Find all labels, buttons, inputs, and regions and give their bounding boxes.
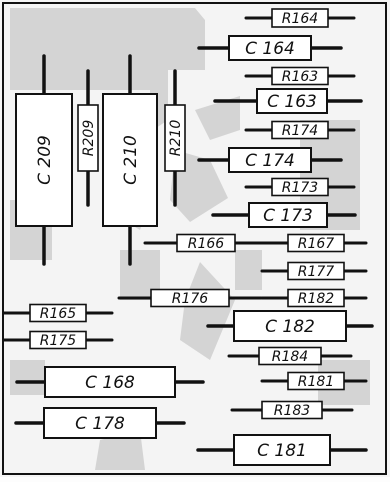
component-body bbox=[102, 93, 158, 227]
component-body bbox=[77, 104, 99, 172]
component-body bbox=[287, 233, 345, 253]
capacitor-c181: C 181 bbox=[196, 434, 368, 466]
component-label: R181 bbox=[298, 374, 334, 390]
component-body bbox=[287, 261, 345, 281]
capacitor-c163: C 163 bbox=[213, 88, 363, 114]
component-label: R167 bbox=[298, 236, 335, 252]
component-label: C 181 bbox=[257, 441, 307, 461]
component-label: R173 bbox=[282, 180, 318, 196]
component-label: C 164 bbox=[245, 39, 295, 59]
board-outline bbox=[2, 2, 387, 475]
resistor-r164: R164 bbox=[244, 8, 356, 28]
resistor-r209: R209 bbox=[77, 69, 99, 207]
component-body bbox=[44, 366, 176, 398]
component-label: R175 bbox=[40, 333, 77, 349]
component-body bbox=[271, 120, 329, 140]
capacitor-c173: C 173 bbox=[211, 202, 357, 228]
component-label: R209 bbox=[81, 120, 97, 157]
component-body bbox=[228, 147, 312, 173]
component-label: C 168 bbox=[85, 373, 135, 393]
resistor-r210: R210 bbox=[164, 69, 186, 207]
capacitor-c178: C 178 bbox=[14, 407, 186, 439]
component-label: R163 bbox=[282, 69, 318, 85]
component-label: C 174 bbox=[245, 151, 295, 171]
component-body bbox=[15, 93, 73, 227]
component-body bbox=[233, 310, 347, 342]
component-body bbox=[233, 434, 331, 466]
resistor-r167: R167 bbox=[260, 233, 368, 253]
component-body bbox=[29, 330, 87, 350]
component-label: R164 bbox=[282, 11, 318, 27]
component-body bbox=[271, 66, 329, 86]
component-body bbox=[43, 407, 157, 439]
component-label: C 209 bbox=[35, 135, 55, 185]
component-label: R166 bbox=[188, 236, 225, 252]
component-body bbox=[164, 104, 186, 172]
component-label: R174 bbox=[282, 123, 318, 139]
resistor-r165: R165 bbox=[2, 303, 114, 323]
component-body bbox=[271, 8, 329, 28]
resistor-r184: R184 bbox=[227, 346, 353, 366]
component-label: C 178 bbox=[75, 414, 125, 434]
capacitor-c182: C 182 bbox=[206, 310, 374, 342]
resistor-r173: R173 bbox=[244, 177, 356, 197]
component-body bbox=[287, 371, 345, 391]
resistor-r177: R177 bbox=[260, 261, 368, 281]
resistor-r163: R163 bbox=[244, 66, 356, 86]
component-body bbox=[271, 177, 329, 197]
capacitor-c164: C 164 bbox=[197, 35, 343, 61]
component-body bbox=[261, 400, 323, 420]
component-body bbox=[29, 303, 87, 323]
resistor-r174: R174 bbox=[244, 120, 356, 140]
component-label: R184 bbox=[272, 349, 308, 365]
component-label: R176 bbox=[172, 291, 209, 307]
component-body bbox=[287, 288, 345, 308]
component-label: C 210 bbox=[121, 135, 141, 185]
component-label: R210 bbox=[168, 120, 184, 157]
component-body bbox=[258, 346, 322, 366]
component-label: R183 bbox=[274, 403, 310, 419]
component-label: R177 bbox=[298, 264, 335, 280]
component-body bbox=[248, 202, 328, 228]
component-label: C 182 bbox=[265, 317, 315, 337]
component-label: C 163 bbox=[267, 92, 317, 112]
capacitor-c174: C 174 bbox=[197, 147, 343, 173]
component-body bbox=[150, 288, 230, 308]
component-body bbox=[256, 88, 328, 114]
capacitor-c210: C 210 bbox=[102, 54, 158, 266]
resistor-r181: R181 bbox=[260, 371, 368, 391]
component-label: R165 bbox=[40, 306, 77, 322]
resistor-r166: R166 bbox=[143, 233, 269, 253]
resistor-r183: R183 bbox=[230, 400, 354, 420]
component-label: R182 bbox=[298, 291, 335, 307]
resistor-r182: R182 bbox=[260, 288, 368, 308]
component-label: C 173 bbox=[263, 206, 313, 226]
resistor-r176: R176 bbox=[117, 288, 263, 308]
component-body bbox=[176, 233, 236, 253]
capacitor-c209: C 209 bbox=[15, 54, 73, 266]
capacitor-c168: C 168 bbox=[15, 366, 205, 398]
resistor-r175: R175 bbox=[2, 330, 114, 350]
component-body bbox=[228, 35, 312, 61]
